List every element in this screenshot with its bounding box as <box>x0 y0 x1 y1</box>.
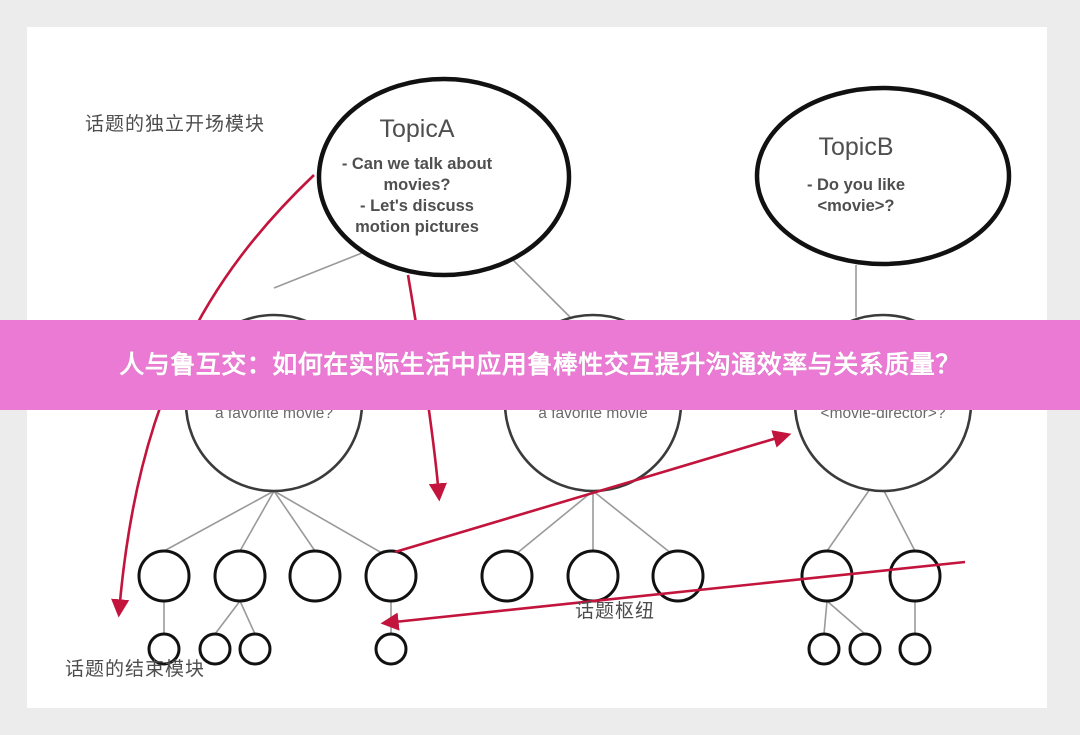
topicB-title: TopicB <box>818 133 893 161</box>
leaf-node[interactable] <box>137 549 191 603</box>
terminal-node[interactable] <box>898 632 932 666</box>
annotation-labels: 话题的独立开场模块 话题的结束模块 话题枢纽 <box>65 113 655 680</box>
topicA-line-4: motion pictures <box>355 218 479 236</box>
overlay-banner: 人与鲁互交：如何在实际生活中应用鲁棒性交互提升沟通效率与关系质量？ <box>0 320 1080 410</box>
terminal-node[interactable] <box>374 632 408 666</box>
leaf-node[interactable] <box>566 549 620 603</box>
topic-ellipses <box>316 76 1012 278</box>
topicA-line-2: movies? <box>384 176 451 194</box>
overlay-banner-text: 人与鲁互交：如何在实际生活中应用鲁棒性交互提升沟通效率与关系质量？ <box>119 351 961 379</box>
arrow-leaf-to-subtopicB1 <box>394 430 792 554</box>
terminal-node[interactable] <box>198 632 232 666</box>
topic-node-topicB[interactable] <box>754 85 1012 267</box>
leaf-node[interactable] <box>888 549 942 603</box>
leaf-node[interactable] <box>364 549 418 603</box>
tree-links <box>163 246 916 635</box>
topicB-line-1: - Do you like <box>807 176 905 194</box>
topic-node-topicA[interactable] <box>316 76 572 278</box>
topicA-line-1: - Can we talk about <box>342 155 493 173</box>
leaf-circles <box>137 549 942 603</box>
annotation-topic-hub: 话题枢纽 <box>575 600 655 622</box>
leaf-node[interactable] <box>480 549 534 603</box>
terminal-node[interactable] <box>807 632 841 666</box>
topicB-line-2: <movie>? <box>817 197 894 215</box>
terminal-node[interactable] <box>848 632 882 666</box>
annotation-ending-module: 话题的结束模块 <box>65 658 205 680</box>
annotation-opening-module: 话题的独立开场模块 <box>85 113 265 135</box>
leaf-node[interactable] <box>651 549 705 603</box>
leaf-node[interactable] <box>213 549 267 603</box>
arrow-hub-to-terminal <box>380 560 966 631</box>
terminal-node[interactable] <box>147 632 181 666</box>
terminal-circles <box>147 632 932 666</box>
topicA-line-3: - Let's discuss <box>360 197 474 215</box>
leaf-node[interactable] <box>288 549 342 603</box>
topicA-title: TopicA <box>379 115 454 143</box>
terminal-node[interactable] <box>238 632 272 666</box>
